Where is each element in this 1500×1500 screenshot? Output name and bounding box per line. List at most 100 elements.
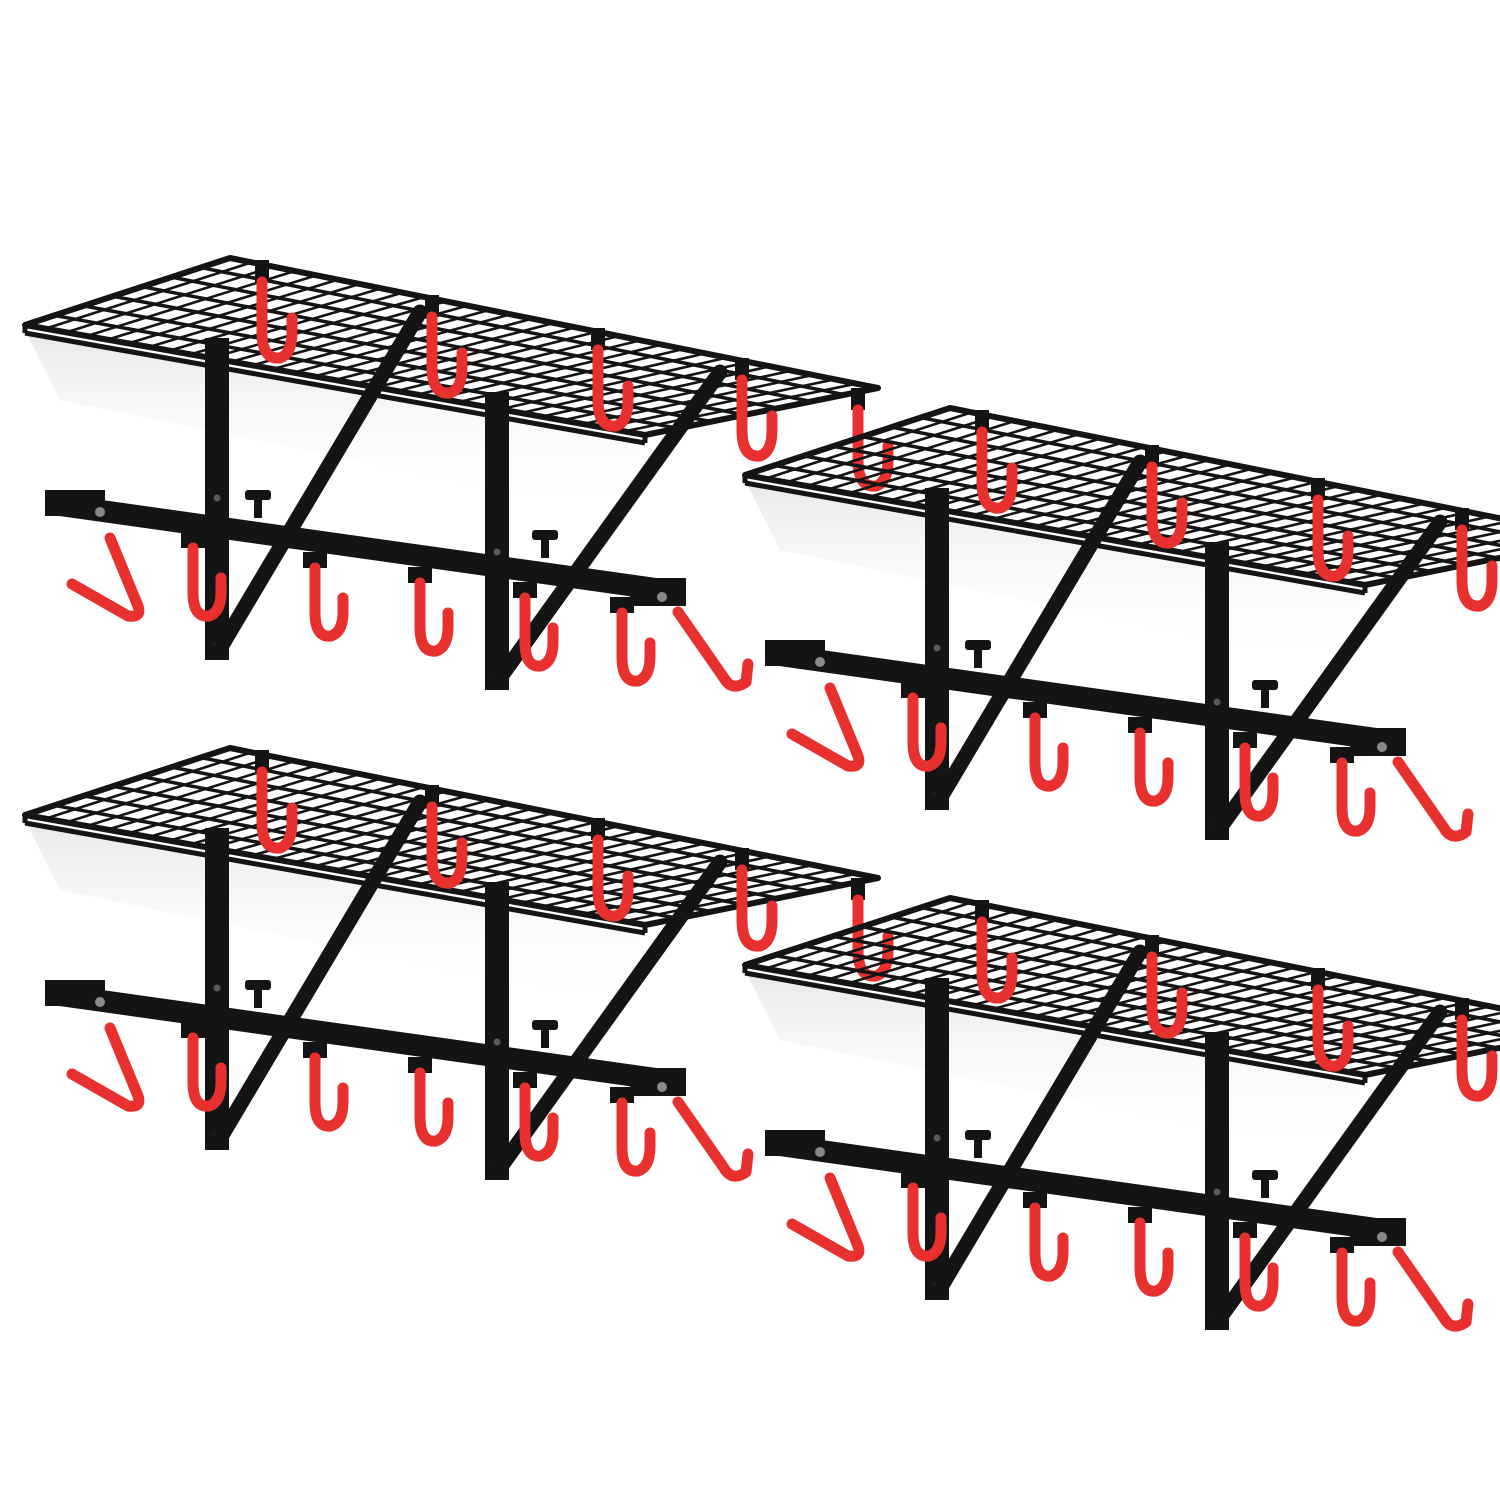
- hook-red: [66, 532, 145, 622]
- hook-red: [1392, 1246, 1474, 1332]
- shelf-wire: [827, 424, 1037, 491]
- shelf-wire: [765, 411, 972, 480]
- shelf-wire: [930, 445, 1145, 510]
- shelf-wire: [1054, 961, 1275, 1022]
- hook-clip: [975, 900, 989, 922]
- hook-bar-endcap: [1350, 1218, 1406, 1246]
- hook-bar-endcap: [45, 980, 105, 1006]
- hook-clip: [591, 328, 605, 350]
- shelf-wire: [1323, 1029, 1500, 1069]
- shelf-hook: [425, 295, 468, 399]
- bracket-screw: [1213, 698, 1221, 706]
- shelf-wire: [1261, 1005, 1491, 1058]
- hook-clip: [255, 750, 269, 772]
- shelf-wire: [314, 807, 533, 868]
- shelf-wire: [1096, 480, 1318, 539]
- shelf-wire: [1220, 506, 1448, 561]
- hook-bar-endcap: [1350, 728, 1406, 756]
- bar-hook: [901, 682, 947, 772]
- hook-clip: [1023, 702, 1047, 718]
- hook-red: [1134, 1217, 1174, 1297]
- shelf-wire: [785, 905, 994, 974]
- shelf-hook: [255, 260, 298, 364]
- adjustment-knob: [1252, 1170, 1278, 1180]
- shelf-hook: [1311, 478, 1354, 582]
- hook-clip: [1128, 717, 1152, 733]
- hook-red: [426, 311, 468, 399]
- hook-clip: [1330, 1237, 1354, 1253]
- hook-red: [256, 766, 298, 854]
- hook-clip: [1023, 1192, 1047, 1208]
- bar-hook: [513, 1072, 559, 1162]
- hook-clip: [1455, 998, 1469, 1020]
- wall-bracket: [485, 392, 509, 690]
- bar-hook: [1233, 732, 1279, 822]
- shelf-wire: [541, 855, 771, 908]
- shelf-wire: [127, 278, 339, 345]
- bar-bolt: [95, 507, 105, 517]
- shelf-unit: [742, 895, 1500, 1332]
- hook-red: [256, 276, 298, 364]
- adjustment-knob: [965, 640, 991, 650]
- hook-red: [736, 374, 778, 462]
- hook-red: [519, 1082, 559, 1162]
- shelf-wire: [500, 846, 728, 901]
- hook-red: [414, 577, 454, 657]
- hook-red: [616, 607, 656, 687]
- shelf-wire: [376, 330, 598, 389]
- wire-shelf: [22, 745, 881, 936]
- shelf-wire: [1096, 970, 1318, 1029]
- shelf-wire: [438, 343, 663, 400]
- shelf-wire: [376, 820, 598, 879]
- shelf-wire: [765, 901, 972, 970]
- bar-hook: [610, 1087, 656, 1177]
- hook-clip: [408, 567, 432, 583]
- bar-hook: [513, 582, 559, 672]
- hook-clip: [303, 552, 327, 568]
- shelf-wire: [992, 948, 1210, 1011]
- hook-clip: [1145, 935, 1159, 957]
- shelf-wire: [868, 432, 1080, 499]
- bracket-screw: [493, 1038, 501, 1046]
- hook-red: [1146, 461, 1188, 549]
- shelf-wire: [479, 842, 706, 897]
- hook-red: [907, 692, 947, 772]
- long-hook-left: [786, 1172, 865, 1262]
- bracket-screw: [933, 644, 941, 652]
- hook-clip: [1455, 508, 1469, 530]
- bar-hook: [1128, 717, 1174, 807]
- hook-clip: [901, 682, 925, 698]
- knob-stem: [254, 498, 262, 518]
- bar-hook: [408, 1057, 454, 1147]
- shelf-hook: [425, 785, 468, 889]
- hook-bar-rail: [765, 642, 1405, 754]
- long-hook-left: [66, 532, 145, 622]
- shelf-wire: [127, 768, 339, 835]
- hook-red: [672, 606, 754, 692]
- long-hook-right: [1392, 756, 1474, 842]
- hook-clip: [901, 1172, 925, 1188]
- adjustment-knob: [532, 1020, 558, 1030]
- hook-clip: [591, 818, 605, 840]
- hook-clip: [975, 410, 989, 432]
- bar-hook: [1023, 702, 1069, 792]
- hook-red: [592, 834, 634, 922]
- bar-hook: [1233, 1222, 1279, 1312]
- diagonal-brace: [1212, 1004, 1448, 1326]
- shelf-wire: [65, 755, 274, 824]
- hook-clip: [610, 597, 634, 613]
- bar-bolt: [657, 1082, 667, 1092]
- knob-stem: [1261, 688, 1269, 708]
- hook-red: [309, 562, 349, 642]
- shelf-wire: [930, 935, 1145, 1000]
- hook-clip: [513, 1072, 537, 1088]
- shelf-wire: [479, 352, 706, 407]
- bar-bolt: [815, 657, 825, 667]
- hook-bar-endcap: [630, 578, 686, 606]
- shelf-wire: [334, 321, 555, 382]
- adjustment-knob: [965, 1130, 991, 1140]
- knob-stem: [541, 1028, 549, 1048]
- adjustment-knob: [532, 530, 558, 540]
- hook-red: [1456, 524, 1498, 612]
- hook-clip: [1311, 968, 1325, 990]
